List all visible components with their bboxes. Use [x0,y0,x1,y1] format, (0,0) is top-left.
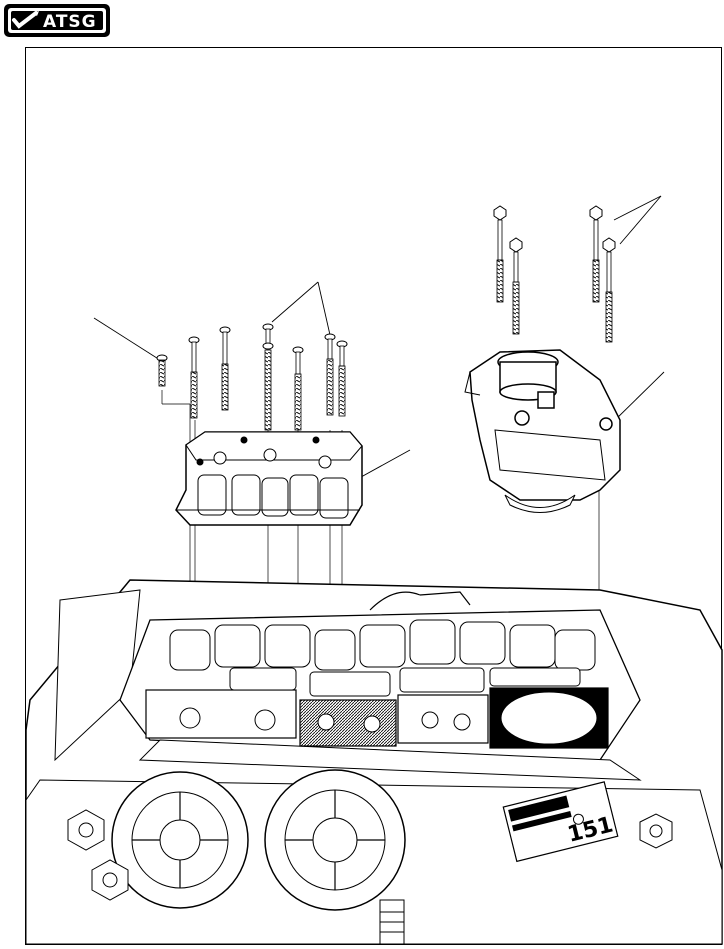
solenoid-bolts [188,323,348,431]
leader-lines [93,195,665,483]
transmission-case [25,579,723,945]
pump-housing [464,349,621,513]
check-pen-icon [12,11,39,29]
long-bolts-right [493,205,616,343]
solenoid-block [175,431,363,526]
id-tag: 151 [502,781,619,863]
short-bolt [156,354,168,387]
atsg-logo: ATSG [3,3,111,38]
logo-text: ATSG [43,12,97,32]
